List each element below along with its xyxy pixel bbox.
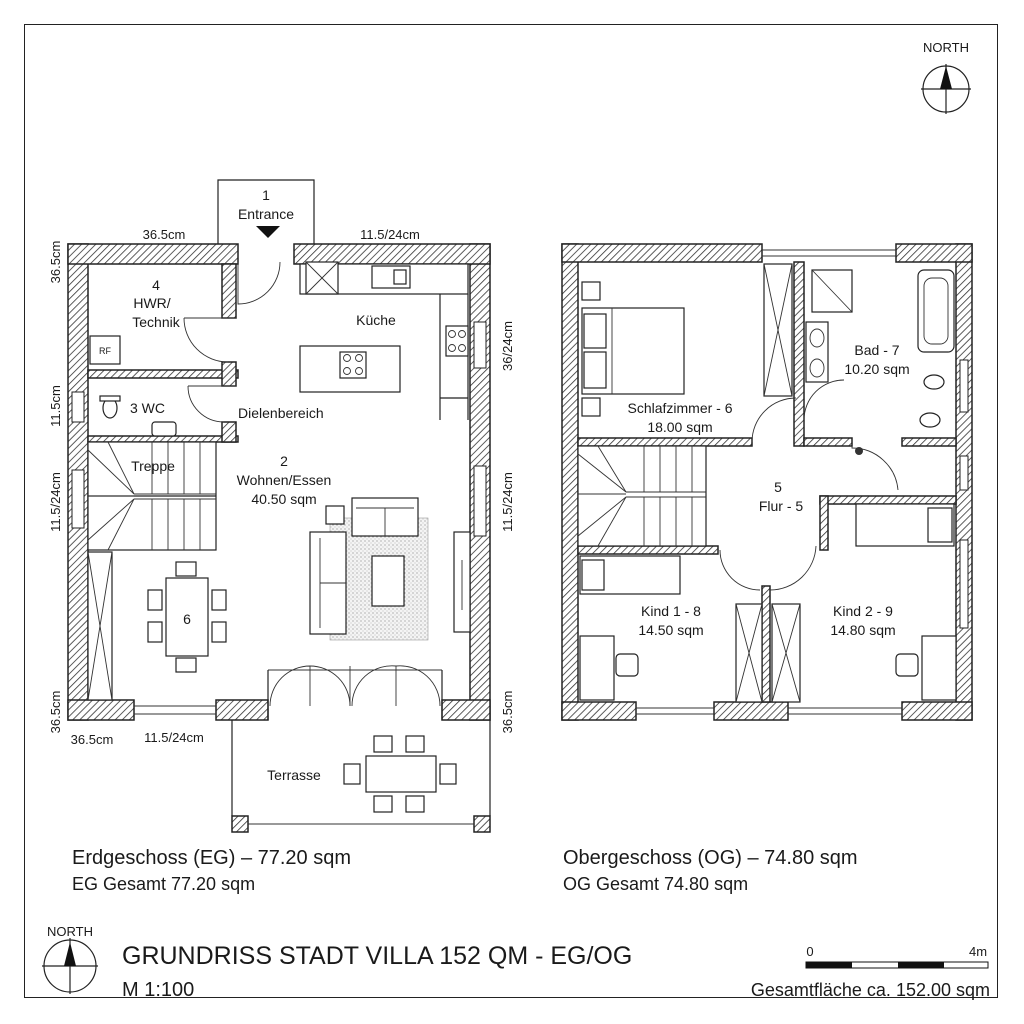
dim-bottom-corner: 36.5cm: [48, 691, 63, 734]
terrace-table: [365, 755, 437, 793]
bath-area: 10.20 sqm: [844, 361, 909, 377]
scale-bar-start: 0: [806, 944, 813, 959]
upper-floor-caption: Obergeschoss (OG) – 74.80 sqm: [563, 847, 858, 869]
drawing-title: GRUNDRISS STADT VILLA 152 QM - EG/OG: [122, 942, 632, 970]
dim-right-mid: 11.5/24cm: [500, 472, 515, 532]
ground-floor-caption: Erdgeschoss (EG) – 77.20 sqm: [72, 847, 351, 869]
dim-bottom-left: 36.5cm: [71, 732, 114, 747]
living-name: Wohnen/Essen: [237, 472, 332, 488]
entrance-number: 1: [262, 187, 270, 203]
dining-table: [165, 577, 209, 657]
terrace-label: Terrasse: [267, 767, 321, 783]
hwr-label-line2: Technik: [132, 314, 180, 330]
dim-top-right: 11.5/24cm: [360, 227, 420, 242]
dim-top-left: 36.5cm: [143, 227, 186, 242]
hwr-number: 4: [152, 277, 160, 293]
kid2-name: Kind 2 - 9: [833, 603, 893, 619]
kid2-area: 14.80 sqm: [830, 622, 895, 638]
kid2-desk: [921, 635, 957, 701]
dim-right-top: 36/24cm: [500, 321, 515, 371]
wc-label: 3 WC: [130, 400, 165, 416]
flur-name: Flur - 5: [759, 498, 804, 514]
scale-bar-end: 4m: [969, 944, 987, 959]
bathtub: [917, 269, 955, 353]
entrance-label: Entrance: [238, 206, 294, 222]
dining-number: 6: [183, 611, 191, 627]
bedroom-area: 18.00 sqm: [647, 419, 712, 435]
flur-number: 5: [774, 479, 782, 495]
ground-floor-total: EG Gesamt 77.20 sqm: [72, 874, 255, 894]
upper-stair: [577, 445, 707, 547]
dim-bottom-mid: 11.5/24cm: [144, 730, 204, 745]
living-area: 40.50 sqm: [251, 491, 316, 507]
coffee-table: [371, 555, 405, 607]
living-number: 2: [280, 453, 288, 469]
hall-label: Dielenbereich: [238, 405, 324, 421]
hwr-device-tag: RF: [99, 346, 111, 356]
compass-label: NORTH: [923, 40, 969, 55]
dim-left-mid: 11.5cm: [48, 385, 63, 427]
bath-name: Bad - 7: [854, 342, 899, 358]
kid1-name: Kind 1 - 8: [641, 603, 701, 619]
legend-compass: NORTH: [42, 924, 98, 994]
bedroom-name: Schlafzimmer - 6: [627, 400, 732, 416]
hwr-label-line1: HWR/: [133, 295, 170, 311]
kitchen-label: Küche: [356, 312, 396, 328]
upper-floor-total: OG Gesamt 74.80 sqm: [563, 874, 748, 894]
legend-compass-label: NORTH: [47, 924, 93, 939]
kid1-area: 14.50 sqm: [638, 622, 703, 638]
kid1-desk: [579, 635, 615, 701]
total-area: Gesamtfläche ca. 152.00 sqm: [751, 980, 990, 1000]
scale-bar: 0 4m: [805, 944, 989, 969]
north-compass: NORTH: [921, 40, 971, 114]
dim-right-low: 36.5cm: [500, 691, 515, 734]
ground-floor-plan: 1 Entrance 4 HWR/ Technik RF 3 WC Küche: [48, 179, 515, 833]
dim-left-top: 36.5cm: [48, 241, 63, 284]
drawing-scale: M 1:100: [122, 979, 194, 1001]
dim-left-low: 11.5/24cm: [48, 472, 63, 532]
stair-label: Treppe: [131, 458, 175, 474]
upper-floor-plan: Schlafzimmer - 6 18.00 sqm Bad - 7 10.20…: [561, 243, 973, 721]
